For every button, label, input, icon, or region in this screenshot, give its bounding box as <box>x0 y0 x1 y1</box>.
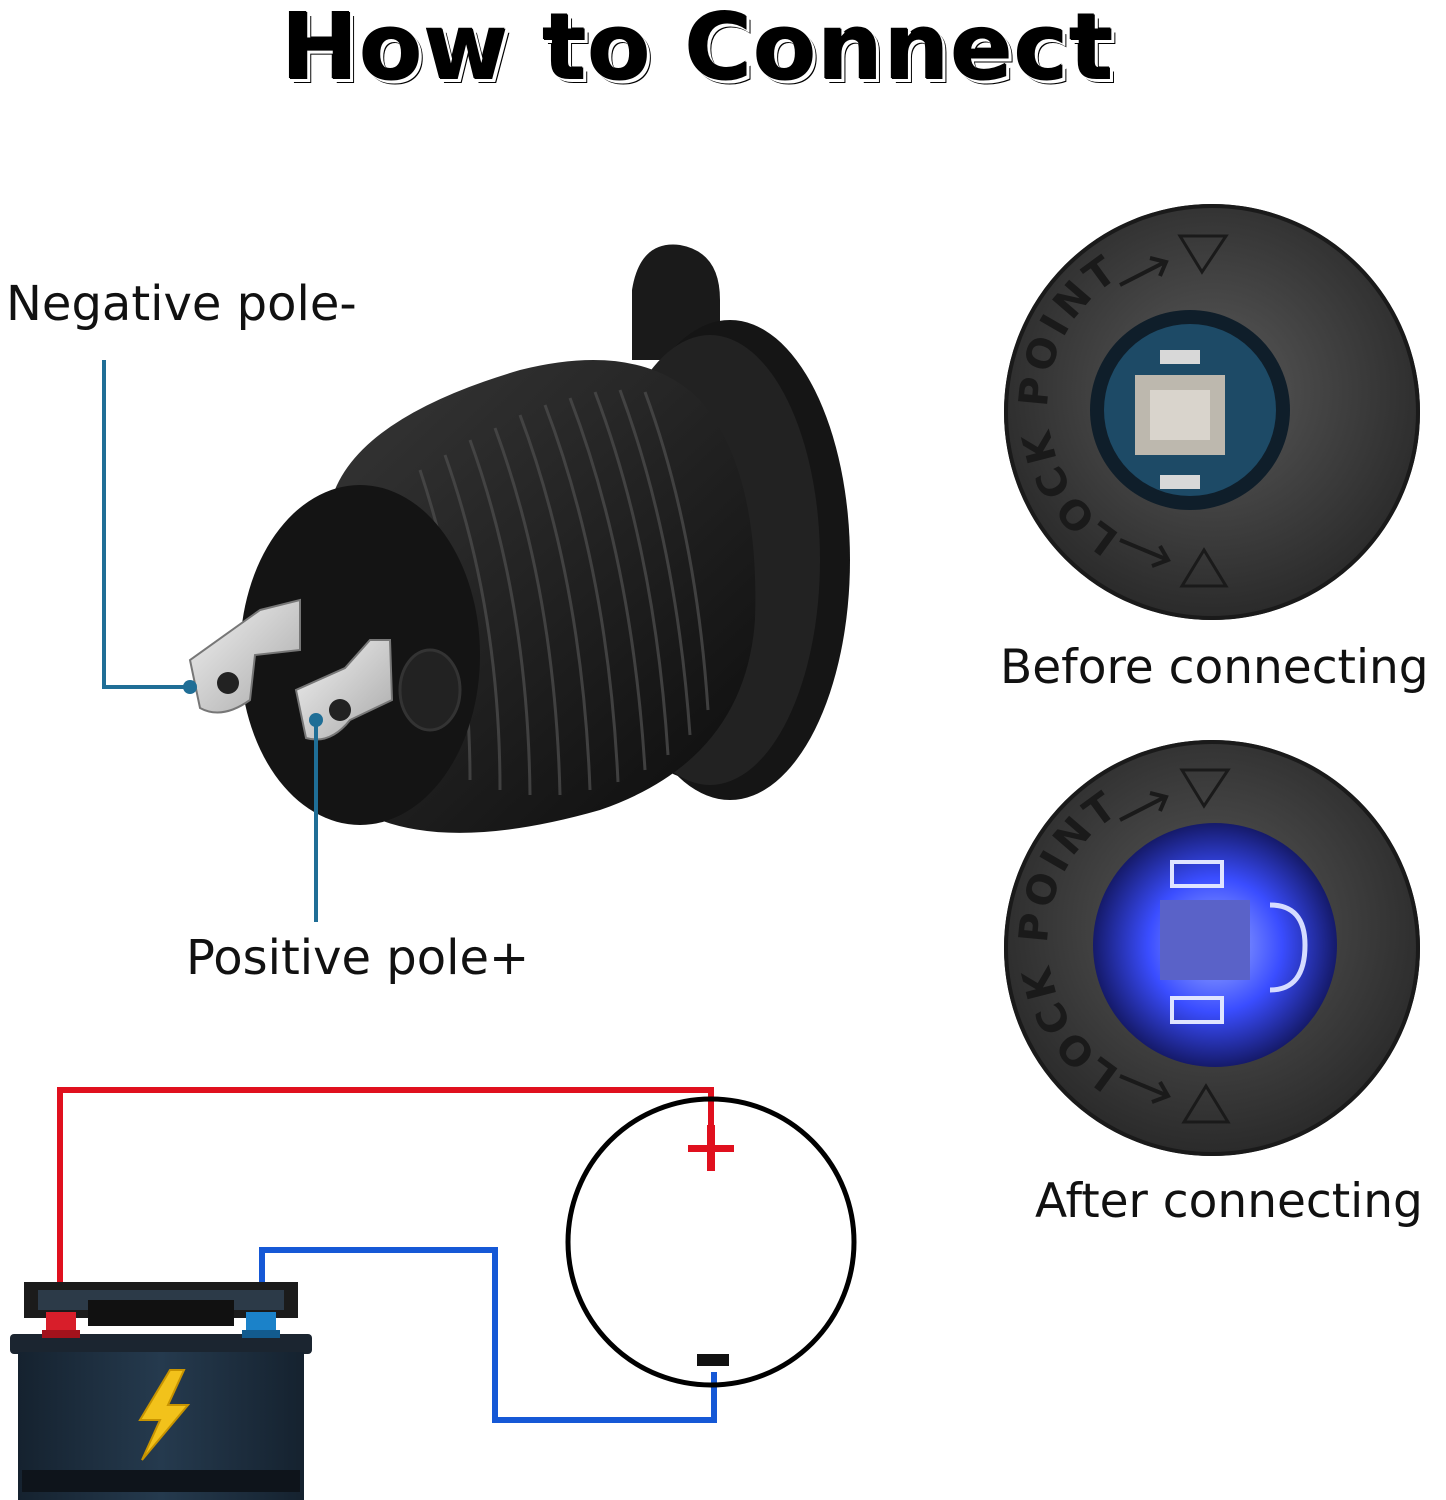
arrow-bottom-icon <box>1119 1074 1171 1104</box>
socket-symbol-circle <box>565 1096 857 1388</box>
positive-pole-label: Positive pole+ <box>186 930 530 986</box>
arrow-top-icon <box>1119 256 1169 287</box>
positive-leader-line <box>309 713 323 922</box>
arrow-bottom-icon <box>1119 538 1171 568</box>
wiring-diagram <box>10 1087 857 1500</box>
positive-wire <box>57 1087 714 1316</box>
socket-rear-view <box>188 244 850 833</box>
arrow-top-icon <box>1119 791 1169 822</box>
after-connecting-label: After connecting <box>1035 1174 1423 1229</box>
lock-triangle-bottom-icon <box>1179 547 1229 588</box>
negative-wire <box>259 1247 717 1423</box>
car-battery-icon <box>10 1282 312 1500</box>
before-connecting-label: Before connecting <box>1000 640 1429 695</box>
lock-triangle-bottom-icon <box>1181 1083 1231 1124</box>
socket-front-before: LOCK POINT <box>1004 204 1420 620</box>
minus-symbol <box>697 1354 729 1366</box>
plus-symbol <box>688 1125 734 1171</box>
lock-triangle-top-icon <box>1177 234 1229 275</box>
lock-triangle-top-icon <box>1179 768 1231 809</box>
page-title: How to Connect <box>281 0 1115 101</box>
negative-leader-line <box>102 360 197 694</box>
negative-pole-label: Negative pole- <box>6 276 357 332</box>
socket-barrel-ribs <box>418 389 710 796</box>
lightning-bolt-icon <box>138 1369 191 1461</box>
socket-front-after: LOCK POINT <box>1004 740 1420 1156</box>
